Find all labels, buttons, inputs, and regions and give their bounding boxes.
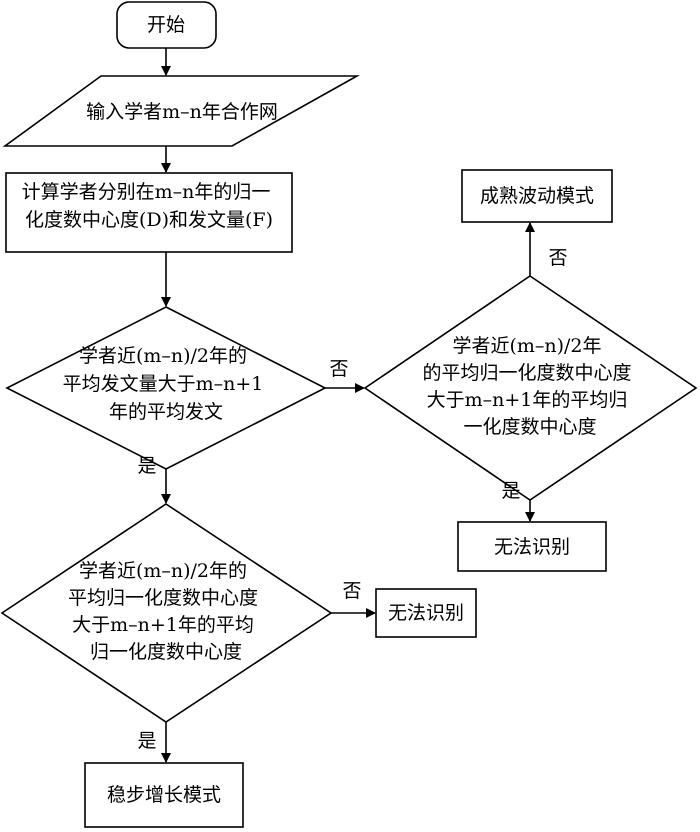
decision3-node (0, 503, 333, 723)
decision2-line-2: 的平均归一化度数中心度 (422, 362, 631, 384)
decision2-node (363, 275, 698, 501)
unrecognizable-right-node (457, 521, 607, 572)
unrecognizable-middle-node (375, 588, 477, 638)
decision2-no-label: 否 (548, 247, 567, 269)
input-line: 输入学者m–n年合作网 (86, 101, 278, 123)
decision1-line-1: 学者近(m–n)/2年的 (79, 345, 247, 367)
decision3-label: 学者近(m–n)/2年的 平均归一化度数中心度 大于m–n+1年的平均 归一化度… (68, 560, 264, 663)
mature-label: 成熟波动模式 (480, 185, 594, 207)
decision1-node (5, 306, 327, 470)
calc-line-2: 化度数中心度(D)和发文量(F) (25, 209, 273, 231)
start-node (116, 1, 217, 49)
decision3-line-2: 平均归一化度数中心度 (68, 587, 258, 609)
mature-node (461, 169, 613, 223)
decision2-label: 学者近(m–n)/2年 的平均归一化度数中心度 大于m–n+1年的平均归 一化度… (422, 335, 637, 438)
decision3-line-3: 大于m–n+1年的平均 (72, 614, 254, 636)
decision2-line-1: 学者近(m–n)/2年 (452, 335, 601, 357)
decision3-no-label: 否 (342, 580, 361, 602)
decision1-no-label: 否 (329, 358, 348, 380)
unrecognizable-middle-label: 无法识别 (388, 602, 464, 624)
decision2-line-3: 大于m–n+1年的平均归 (427, 389, 628, 411)
decision1-line-2: 平均发文量大于m–n+1 (63, 373, 264, 395)
input-label: 输入学者m–n年合作网 (86, 101, 278, 123)
decision3-yes-label: 是 (137, 730, 156, 752)
steady-node (84, 762, 244, 828)
calc-label: 计算学者分别在m–n年的归一 化度数中心度(D)和发文量(F) (22, 181, 277, 231)
decision1-yes-label: 是 (137, 455, 156, 477)
decision3-line-4: 归一化度数中心度 (90, 641, 242, 663)
decision1-label: 学者近(m–n)/2年的 平均发文量大于m–n+1 年的平均发文 (63, 345, 270, 423)
input-node (2, 75, 361, 147)
calc-node (5, 172, 293, 253)
calc-line-1: 计算学者分别在m–n年的归一 (22, 181, 271, 203)
unrecognizable-right-label: 无法识别 (494, 536, 570, 558)
steady-label: 稳步增长模式 (107, 784, 221, 806)
decision2-line-4: 一化度数中心度 (463, 416, 596, 438)
decision2-yes-label: 是 (501, 480, 520, 502)
start-label: 开始 (147, 14, 185, 36)
decision3-line-1: 学者近(m–n)/2年的 (79, 560, 247, 582)
decision1-line-3: 年的平均发文 (109, 401, 223, 423)
